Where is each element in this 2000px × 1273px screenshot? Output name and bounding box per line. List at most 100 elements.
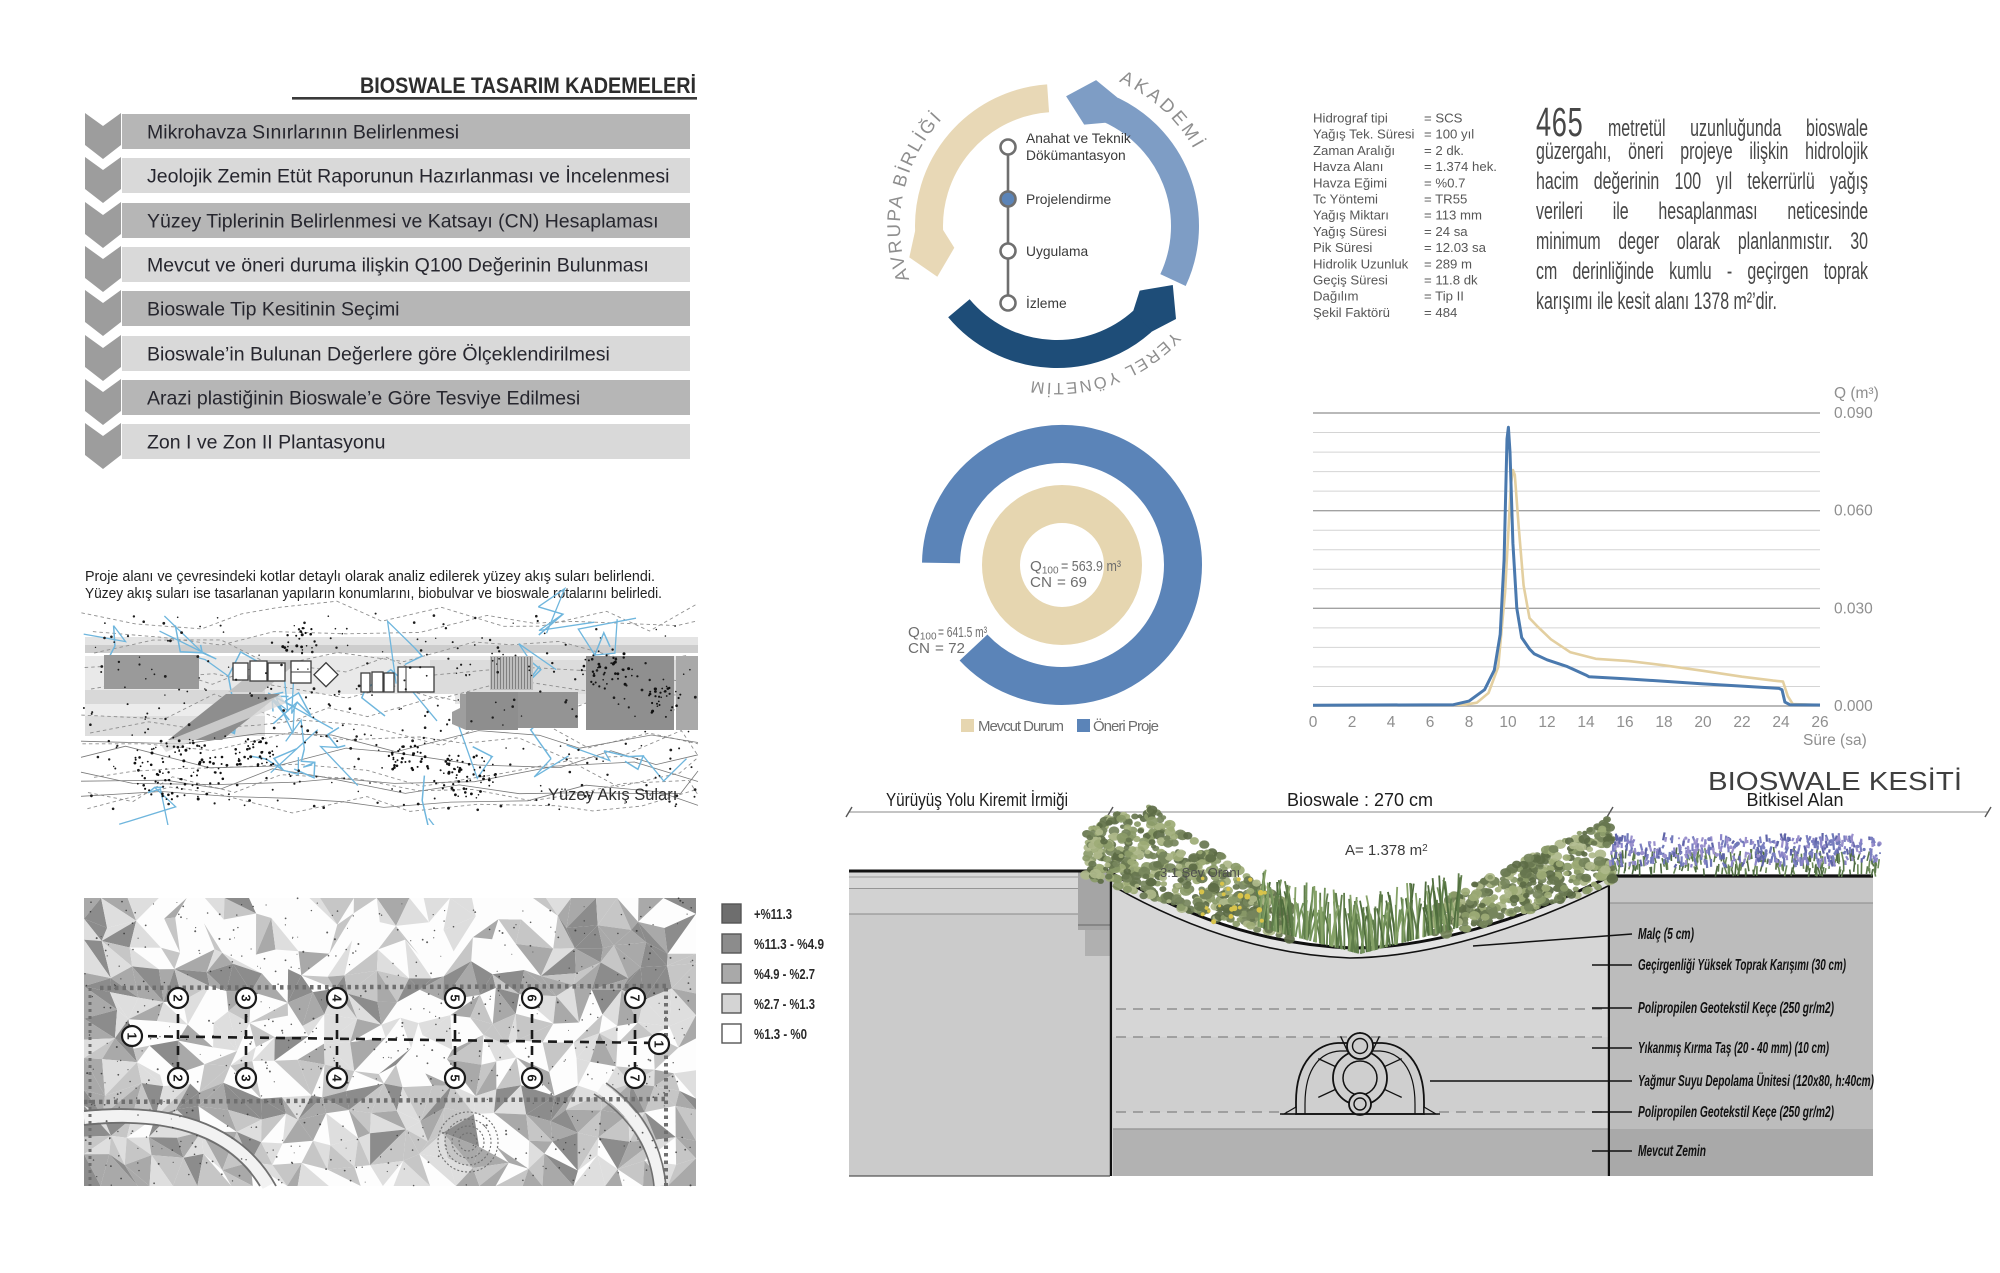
svg-text:2: 2 xyxy=(171,1074,186,1081)
svg-text:= 484: = 484 xyxy=(1424,305,1457,320)
svg-text:Mevcut ve öneri duruma ilişkin: Mevcut ve öneri duruma ilişkin Q100 Değe… xyxy=(147,255,649,277)
svg-text:= 11.8 dk: = 11.8 dk xyxy=(1424,273,1478,288)
svg-text:= 641.5 m³: = 641.5 m³ xyxy=(938,624,987,641)
svg-text:3: 3 xyxy=(239,1074,254,1081)
svg-text:Yağış Miktarı: Yağış Miktarı xyxy=(1313,208,1389,223)
svg-text:= 72: = 72 xyxy=(935,640,965,657)
svg-text:Süre (sa): Süre (sa) xyxy=(1803,732,1867,749)
svg-text:Polipropilen Geotekstil Keçe (: Polipropilen Geotekstil Keçe (250 gr/m2) xyxy=(1638,1000,1834,1017)
svg-text:CN: CN xyxy=(908,640,930,657)
svg-text:Havza Eğimi: Havza Eğimi xyxy=(1313,175,1387,190)
svg-text:0: 0 xyxy=(1309,714,1318,731)
svg-text:Öneri Proje: Öneri Proje xyxy=(1093,717,1159,735)
svg-text:1: 1 xyxy=(125,1032,140,1039)
svg-text:6: 6 xyxy=(525,994,540,1001)
svg-text:= 563.9 m³: = 563.9 m³ xyxy=(1061,558,1121,575)
svg-text:12: 12 xyxy=(1538,714,1555,731)
svg-text:= 1.374 hek.: = 1.374 hek. xyxy=(1424,159,1497,174)
svg-text:6: 6 xyxy=(525,1074,540,1081)
svg-text:= 2 dk.: = 2 dk. xyxy=(1424,143,1464,158)
svg-text:Projelendirme: Projelendirme xyxy=(1026,192,1111,207)
svg-text:= 289 m: = 289 m xyxy=(1424,256,1472,271)
svg-text:%11.3 - %4.9: %11.3 - %4.9 xyxy=(754,936,824,953)
svg-text:Bitkisel Alan: Bitkisel Alan xyxy=(1746,790,1843,810)
svg-text:Pik Süresi: Pik Süresi xyxy=(1313,240,1372,255)
svg-text:5: 5 xyxy=(448,1074,463,1081)
svg-text:7: 7 xyxy=(628,1074,643,1081)
svg-text:+%11.3: +%11.3 xyxy=(754,906,792,923)
svg-text:Yağış Süresi: Yağış Süresi xyxy=(1313,224,1387,239)
svg-text:1: 1 xyxy=(652,1040,667,1047)
svg-text:Bioswale : 270 cm: Bioswale : 270 cm xyxy=(1287,790,1433,810)
svg-text:Malç (5 cm): Malç (5 cm) xyxy=(1638,926,1694,943)
svg-text:24: 24 xyxy=(1772,714,1790,731)
svg-text:= 24 sa: = 24 sa xyxy=(1424,224,1468,239)
svg-text:10: 10 xyxy=(1499,714,1517,731)
svg-text:Bioswale Tip Kesitinin Seçimi: Bioswale Tip Kesitinin Seçimi xyxy=(147,299,400,321)
svg-text:Jeolojik Zemin Etüt Raporunun: Jeolojik Zemin Etüt Raporunun Hazırlanma… xyxy=(147,165,669,188)
svg-text:14: 14 xyxy=(1577,714,1595,731)
svg-text:= 12.03 sa: = 12.03 sa xyxy=(1424,240,1487,255)
svg-text:CN: CN xyxy=(1030,574,1052,591)
svg-text:16: 16 xyxy=(1616,714,1633,731)
svg-text:= 100 yıl: = 100 yıl xyxy=(1424,127,1474,142)
svg-text:= SCS: = SCS xyxy=(1424,111,1463,126)
svg-text:8: 8 xyxy=(1465,714,1474,731)
svg-text:%1.3 - %0: %1.3 - %0 xyxy=(754,1026,807,1043)
svg-text:Mevcut Durum: Mevcut Durum xyxy=(978,718,1064,735)
svg-text:0.090: 0.090 xyxy=(1834,405,1873,422)
svg-text:Yüzey akış suları ise tasarlan: Yüzey akış suları ise tasarlanan yapılar… xyxy=(85,585,662,602)
svg-text:Polipropilen Geotekstil Keçe (: Polipropilen Geotekstil Keçe (250 gr/m2) xyxy=(1638,1104,1834,1121)
svg-text:Mikrohavza Sınırlarının Belirl: Mikrohavza Sınırlarının Belirlenmesi xyxy=(147,122,459,144)
svg-text:Zaman Aralığı: Zaman Aralığı xyxy=(1313,143,1395,158)
svg-text:%4.9 - %2.7: %4.9 - %2.7 xyxy=(754,966,815,983)
svg-text:Şekil Faktörü: Şekil Faktörü xyxy=(1313,305,1390,320)
svg-text:Dağılım: Dağılım xyxy=(1313,289,1358,304)
svg-text:Tc Yöntemi: Tc Yöntemi xyxy=(1313,192,1378,207)
svg-text:Havza Alanı: Havza Alanı xyxy=(1313,159,1383,174)
svg-text:Dökümantasyon: Dökümantasyon xyxy=(1026,148,1126,163)
svg-text:Zon I ve Zon II Plantasyonu: Zon I ve Zon II Plantasyonu xyxy=(147,432,385,454)
svg-text:Hidrograf tipi: Hidrograf tipi xyxy=(1313,111,1388,126)
svg-text:Q (m³): Q (m³) xyxy=(1834,385,1879,402)
svg-text:Yağmur Suyu Depolama Ünitesi (: Yağmur Suyu Depolama Ünitesi (120x80, h:… xyxy=(1638,1071,1874,1090)
svg-text:BIOSWALE TASARIM KADEMELERİ: BIOSWALE TASARIM KADEMELERİ xyxy=(360,73,696,98)
svg-text:2: 2 xyxy=(1348,714,1357,731)
svg-text:4: 4 xyxy=(1387,714,1396,731)
svg-text:Yüzey Tiplerinin Belirlenmesi: Yüzey Tiplerinin Belirlenmesi ve Katsayı… xyxy=(147,211,659,233)
svg-text:4: 4 xyxy=(330,994,345,1002)
svg-text:0.060: 0.060 xyxy=(1834,503,1873,520)
svg-text:Arazi plastiğinin Bioswale’e G: Arazi plastiğinin Bioswale’e Göre Tesviy… xyxy=(147,388,580,410)
svg-text:İzleme: İzleme xyxy=(1026,294,1067,311)
svg-text:Proje alanı ve çevresindeki ko: Proje alanı ve çevresindeki kotlar detay… xyxy=(85,568,655,585)
svg-text:26: 26 xyxy=(1811,714,1828,731)
svg-text:= 69: = 69 xyxy=(1057,574,1087,591)
svg-text:A= 1.378 m2: A= 1.378 m2 xyxy=(1345,842,1428,859)
svg-text:6: 6 xyxy=(1426,714,1435,731)
svg-text:= TR55: = TR55 xyxy=(1424,192,1467,207)
svg-text:2: 2 xyxy=(171,994,186,1001)
svg-text:Geçirgenliği Yüksek Toprak Kar: Geçirgenliği Yüksek Toprak Karışımı (30 … xyxy=(1638,957,1846,974)
svg-text:18: 18 xyxy=(1655,714,1672,731)
svg-text:Yüzey Akış Suları: Yüzey Akış Suları xyxy=(548,786,677,804)
svg-text:0.030: 0.030 xyxy=(1834,600,1873,617)
svg-text:3: 3 xyxy=(239,994,254,1001)
svg-text:BIOSWALE KESİTİ: BIOSWALE KESİTİ xyxy=(1708,766,1962,796)
svg-text:0.000: 0.000 xyxy=(1834,698,1873,715)
svg-text:Hidrolik Uzunluk: Hidrolik Uzunluk xyxy=(1313,256,1409,271)
svg-text:Geçiş Süresi: Geçiş Süresi xyxy=(1313,273,1388,288)
svg-text:= 113 mm: = 113 mm xyxy=(1424,208,1482,223)
svg-text:= Tip II: = Tip II xyxy=(1424,289,1464,304)
svg-text:Yağış Tek. Süresi: Yağış Tek. Süresi xyxy=(1313,127,1414,142)
svg-text:7: 7 xyxy=(628,994,643,1001)
svg-text:Mevcut Zemin: Mevcut Zemin xyxy=(1638,1143,1706,1160)
svg-text:3:1 Şev Oranı: 3:1 Şev Oranı xyxy=(1160,865,1240,880)
svg-text:20: 20 xyxy=(1694,714,1712,731)
svg-text:5: 5 xyxy=(448,994,463,1001)
svg-text:Yürüyüş Yolu Kiremit İrmiği: Yürüyüş Yolu Kiremit İrmiği xyxy=(886,790,1068,810)
svg-text:Yıkanmış Kırma Taş (20 - 40 mm: Yıkanmış Kırma Taş (20 - 40 mm) (10 cm) xyxy=(1638,1040,1829,1057)
svg-text:Bioswale’in Bulunan Değerlere: Bioswale’in Bulunan Değerlere göre Ölçek… xyxy=(147,344,610,366)
svg-text:= %0.7: = %0.7 xyxy=(1424,175,1465,190)
svg-text:Anahat ve Teknik: Anahat ve Teknik xyxy=(1026,131,1131,146)
svg-text:Uygulama: Uygulama xyxy=(1026,244,1088,259)
